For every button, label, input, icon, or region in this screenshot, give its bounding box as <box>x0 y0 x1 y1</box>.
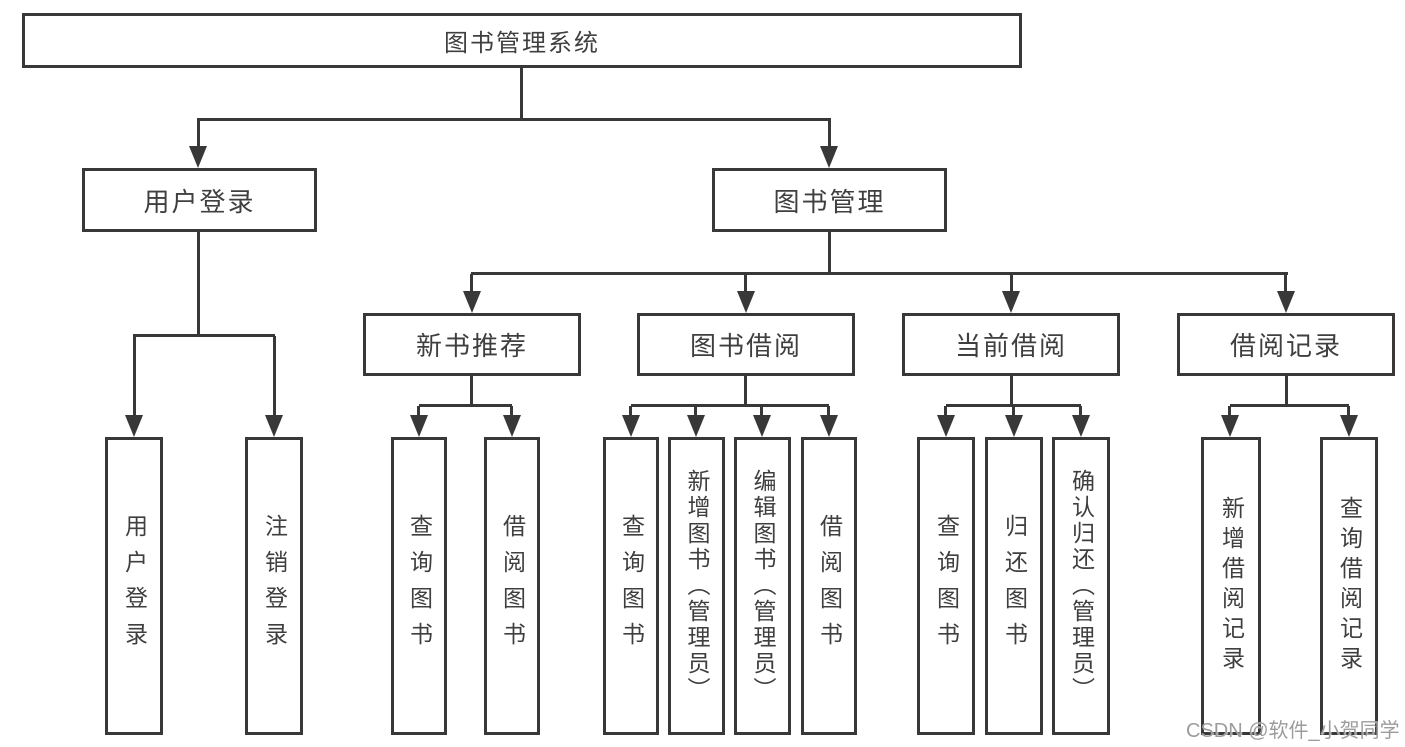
arrowhead-br-child1 <box>1221 415 1239 437</box>
connector-borrow-records-bar <box>1230 404 1349 407</box>
leaf-add-book-admin: 新增图书（管理员） <box>668 437 725 735</box>
connector-to-borrow-records <box>1284 274 1287 291</box>
connector-new-book-bar <box>419 404 512 407</box>
leaf-user-login-label: 用户登录 <box>121 514 148 658</box>
arrowhead-br-child2 <box>1340 415 1358 437</box>
connector-book-management-stem <box>828 232 831 272</box>
arrowhead-book-management <box>820 146 838 168</box>
connector-cb-child1 <box>944 406 947 415</box>
connector-user-login-stem <box>197 232 200 334</box>
leaf-edit-book-admin: 编辑图书（管理员） <box>734 437 791 735</box>
leaf-add-borrow-record: 新增借阅记录 <box>1201 437 1261 735</box>
connector-to-book-borrow <box>744 274 747 291</box>
node-user-login-label: 用户登录 <box>143 186 256 217</box>
node-book-management: 图书管理 <box>712 168 947 232</box>
connector-bb-child3 <box>760 406 763 415</box>
connector-to-book-management <box>828 120 831 146</box>
leaf-confirm-return-admin: 确认归还（管理员） <box>1052 437 1110 735</box>
connector-new-book-stem <box>470 376 473 406</box>
node-borrow-records-label: 借阅记录 <box>1229 331 1342 361</box>
leaf-query-book-current-label: 查询图书 <box>933 514 960 658</box>
connector-to-leaf-user-login <box>133 336 136 415</box>
arrowhead-nb-child1 <box>410 415 428 437</box>
node-user-login: 用户登录 <box>82 168 317 232</box>
leaf-borrow-book: 借阅图书 <box>801 437 857 735</box>
arrowhead-book-borrow <box>737 291 755 313</box>
arrowhead-leaf-user-login <box>125 415 143 437</box>
arrowhead-bb-child3 <box>753 415 771 437</box>
connector-to-leaf-logout <box>273 336 276 415</box>
leaf-confirm-return-admin-label: 确认归还（管理员） <box>1068 469 1095 703</box>
leaf-add-book-admin-label: 新增图书（管理员） <box>684 469 710 703</box>
connector-to-new-book <box>470 274 473 291</box>
node-book-borrow-label: 图书借阅 <box>689 331 802 361</box>
connector-br-child1 <box>1228 406 1231 415</box>
arrowhead-bb-child4 <box>820 415 838 437</box>
arrowhead-cb-child2 <box>1005 415 1023 437</box>
arrowhead-borrow-records <box>1277 291 1295 313</box>
node-new-book-recommend: 新书推荐 <box>363 313 581 376</box>
watermark-text: CSDN @软件_小贺同学 <box>1186 720 1400 742</box>
arrowhead-cb-child3 <box>1072 415 1090 437</box>
arrowhead-leaf-logout <box>265 415 283 437</box>
node-current-borrow-label: 当前借阅 <box>954 331 1067 361</box>
leaf-logout: 注销登录 <box>245 437 303 735</box>
node-root-label: 图书管理系统 <box>444 30 600 57</box>
connector-cb-child2 <box>1012 406 1015 415</box>
arrowhead-current-borrow <box>1002 291 1020 313</box>
connector-current-borrow-stem <box>1010 376 1013 406</box>
connector-to-user-login <box>197 120 200 146</box>
connector-nb-child1 <box>417 406 420 415</box>
leaf-query-book-recommend-label: 查询图书 <box>406 514 433 658</box>
node-new-book-recommend-label: 新书推荐 <box>415 331 528 361</box>
arrowhead-nb-child2 <box>503 415 521 437</box>
leaf-query-book-current: 查询图书 <box>917 437 975 735</box>
leaf-logout-label: 注销登录 <box>261 514 288 658</box>
leaf-edit-book-admin-label: 编辑图书（管理员） <box>750 469 776 703</box>
arrowhead-user-login <box>189 146 207 168</box>
leaf-add-borrow-record-label: 新增借阅记录 <box>1218 496 1245 676</box>
leaf-borrow-book-recommend-label: 借阅图书 <box>499 514 526 658</box>
arrowhead-cb-child1 <box>937 415 955 437</box>
connector-to-current-borrow <box>1010 274 1013 291</box>
node-root: 图书管理系统 <box>22 13 1022 68</box>
arrowhead-bb-child2 <box>687 415 705 437</box>
connector-book-borrow-stem <box>744 376 747 406</box>
leaf-query-book-borrow: 查询图书 <box>603 437 659 735</box>
connector-bb-child1 <box>629 406 632 415</box>
leaf-query-book-recommend: 查询图书 <box>391 437 447 735</box>
connector-nb-child2 <box>510 406 513 415</box>
leaf-return-book-label: 归还图书 <box>1001 514 1028 658</box>
leaf-return-book: 归还图书 <box>985 437 1043 735</box>
connector-borrow-records-stem <box>1285 376 1288 406</box>
node-book-borrow: 图书借阅 <box>637 313 855 376</box>
connector-book-management-bar <box>471 272 1288 275</box>
connector-user-login-bar <box>133 334 275 337</box>
node-current-borrow: 当前借阅 <box>902 313 1120 376</box>
node-borrow-records: 借阅记录 <box>1177 313 1395 376</box>
connector-bb-child2 <box>694 406 697 415</box>
node-book-management-label: 图书管理 <box>773 186 886 217</box>
leaf-borrow-book-label: 借阅图书 <box>816 514 843 658</box>
connector-bb-child4 <box>827 406 830 415</box>
connector-book-borrow-bar <box>631 404 829 407</box>
leaf-borrow-book-recommend: 借阅图书 <box>484 437 540 735</box>
connector-root-stem <box>520 68 523 120</box>
connector-root-bar <box>197 118 831 121</box>
arrowhead-new-book <box>463 291 481 313</box>
leaf-query-borrow-record: 查询借阅记录 <box>1320 437 1378 735</box>
connector-br-child2 <box>1347 406 1350 415</box>
leaf-query-borrow-record-label: 查询借阅记录 <box>1336 496 1363 676</box>
connector-cb-child3 <box>1079 406 1082 415</box>
leaf-user-login: 用户登录 <box>105 437 163 735</box>
leaf-query-book-borrow-label: 查询图书 <box>618 514 645 658</box>
arrowhead-bb-child1 <box>622 415 640 437</box>
connector-current-borrow-bar <box>946 404 1081 407</box>
